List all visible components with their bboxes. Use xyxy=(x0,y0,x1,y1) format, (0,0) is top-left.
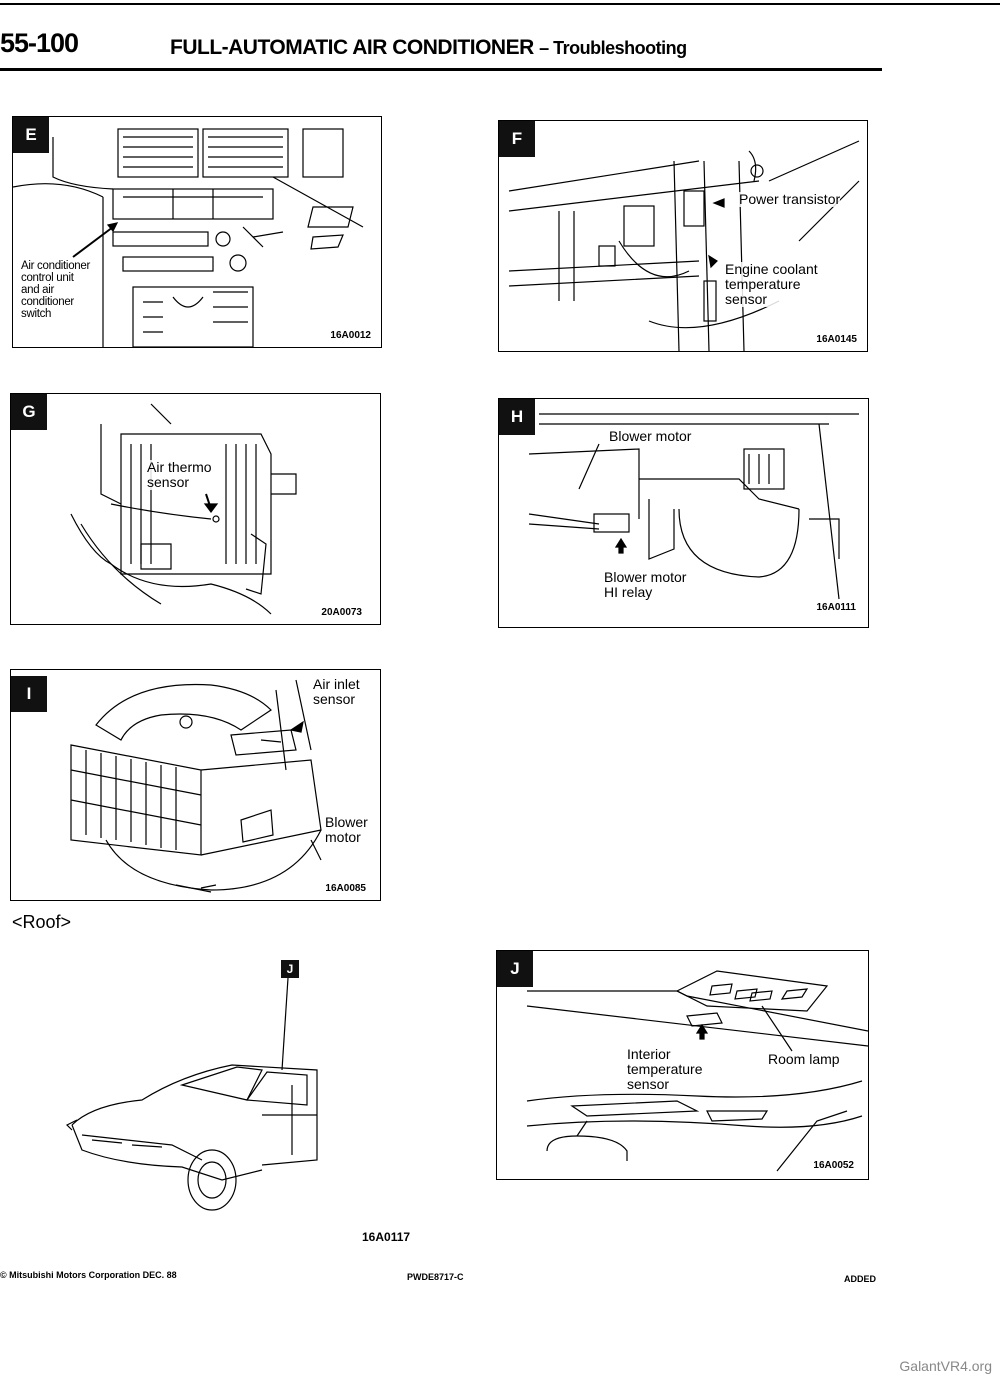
figure-code: 16A0012 xyxy=(330,330,371,341)
control-unit-label: Air conditioner control unit and air con… xyxy=(21,260,91,320)
panel-letter: I xyxy=(11,676,47,712)
panel-f: F Power transistor Engine coolant temper… xyxy=(498,120,868,352)
panel-h: H Blower motor Blower motor HI relay 16A… xyxy=(498,398,869,628)
power-transistor-label: Power transistor xyxy=(739,191,841,207)
coolant-sensor-label: Engine coolant temperature sensor xyxy=(725,261,818,307)
panel-letter: F xyxy=(499,121,535,157)
air-thermo-sensor-label: Air thermo sensor xyxy=(147,459,212,490)
air-inlet-sensor-label: Air inlet sensor xyxy=(313,676,360,707)
figure-code: 16A0052 xyxy=(813,1160,854,1171)
panel-letter: E xyxy=(13,117,49,153)
panel-letter: J xyxy=(497,951,533,987)
blower-motor-label: Blower motor xyxy=(609,428,692,444)
roof-heading: <Roof> xyxy=(12,912,72,932)
figure-code: 16A0085 xyxy=(325,883,366,894)
figure-code: 16A0111 xyxy=(816,602,857,613)
roof-figure-code: 16A0117 xyxy=(362,1230,411,1244)
footer-doc-code: PWDE8717-C xyxy=(407,1272,464,1282)
watermark: GalantVR4.org xyxy=(899,1358,992,1374)
panel-i: I Air inlet sensor Blower motor 16A0085 xyxy=(10,669,381,901)
interior-temp-sensor-label: Interior temperature sensor xyxy=(627,1046,703,1092)
engine-bay-illustration xyxy=(508,140,860,351)
page-title: FULL-AUTOMATIC AIR CONDITIONER – Trouble… xyxy=(170,36,687,60)
panel-letter: G xyxy=(11,394,47,430)
blower-relay-illustration xyxy=(528,413,859,600)
title-text: FULL-AUTOMATIC AIR CONDITIONER xyxy=(170,36,534,59)
page-number: 55-100 xyxy=(0,28,79,58)
panel-j: J Interior temperature sensor Room lamp … xyxy=(496,950,869,1180)
top-rule xyxy=(0,3,1000,5)
air-thermo-illustration xyxy=(70,403,297,615)
footer-copyright: © Mitsubishi Motors Corporation DEC. 88 xyxy=(0,1270,177,1280)
figure-code: 20A0073 xyxy=(321,607,362,618)
panel-g: G Air thermo sensor 20A0073 xyxy=(10,393,381,625)
blower-motor-label: Blower motor xyxy=(325,814,368,845)
blower-unit-illustration xyxy=(70,679,322,893)
figure-code: 16A0145 xyxy=(816,334,857,345)
header-rule xyxy=(0,68,882,71)
panel-e: E Air conditioner control unit and air c… xyxy=(12,116,382,348)
roof-lamp-illustration xyxy=(526,970,868,1172)
hi-relay-label: Blower motor HI relay xyxy=(604,569,687,600)
room-lamp-label: Room lamp xyxy=(768,1051,840,1067)
subtitle-text: – Troubleshooting xyxy=(539,38,687,58)
roof-marker-j: J xyxy=(281,960,299,978)
dashboard-illustration xyxy=(13,128,364,347)
car-illustration xyxy=(65,977,318,1211)
footer-status: ADDED xyxy=(844,1274,877,1284)
panel-letter: H xyxy=(499,399,535,435)
